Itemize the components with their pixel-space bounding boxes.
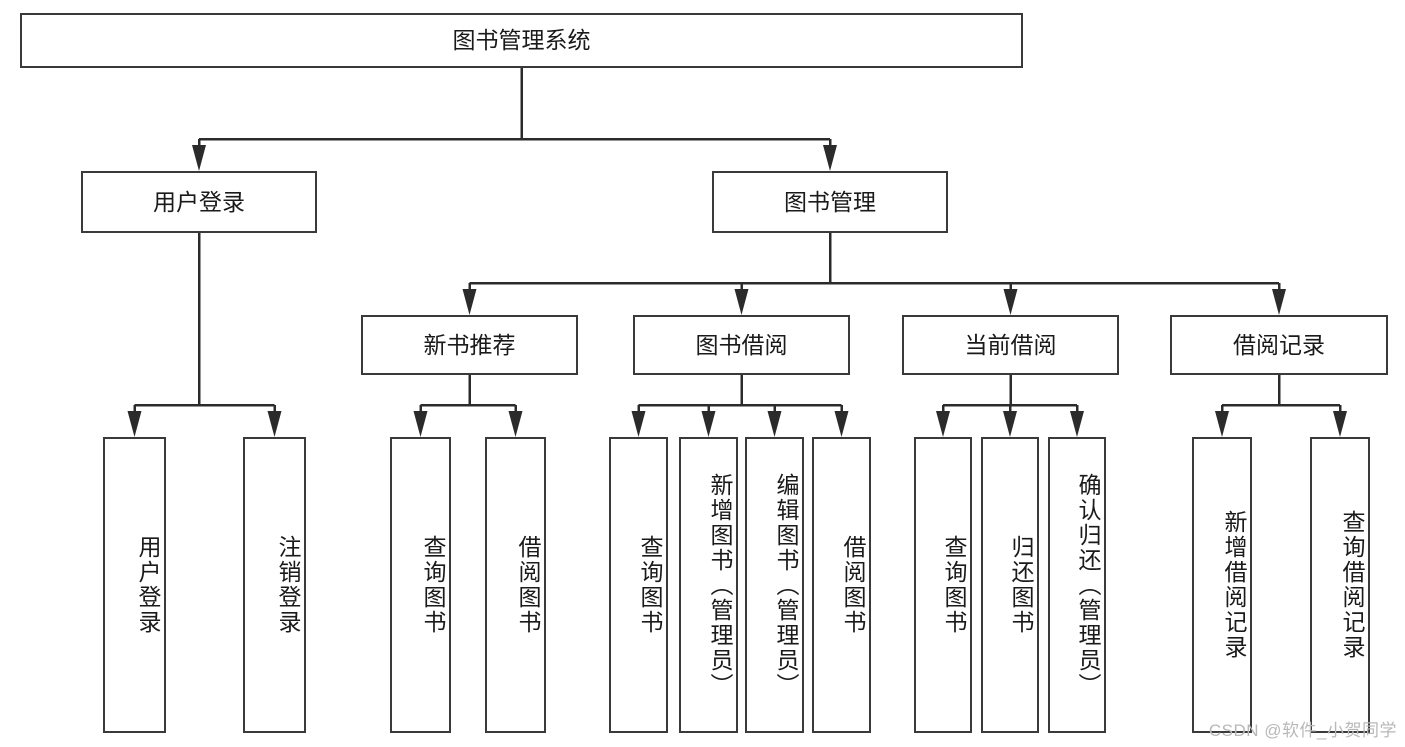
node-borrow-record[interactable]: 借阅记录 bbox=[1170, 315, 1388, 375]
node-label: 查询图书 bbox=[420, 535, 446, 635]
node-label: 图书管理 bbox=[784, 188, 876, 215]
node-label: 注销登录 bbox=[275, 535, 301, 635]
node-label: 借阅记录 bbox=[1233, 331, 1325, 358]
node-label: 归还图书 bbox=[1008, 535, 1034, 635]
node-label: 编辑图书（管理员） bbox=[773, 472, 799, 698]
node-leaf-confirm-return[interactable]: 确认归还（管理员） bbox=[1048, 437, 1106, 733]
node-leaf-logout[interactable]: 注销登录 bbox=[243, 437, 306, 733]
node-label: 新增借阅记录 bbox=[1221, 510, 1247, 660]
node-label: 当前借阅 bbox=[964, 331, 1057, 358]
node-leaf-add-record[interactable]: 新增借阅记录 bbox=[1192, 437, 1252, 733]
node-label: 查询图书 bbox=[637, 535, 663, 635]
node-user-login[interactable]: 用户登录 bbox=[81, 171, 317, 233]
node-leaf-query-book-3[interactable]: 查询图书 bbox=[914, 437, 972, 733]
node-book-manage[interactable]: 图书管理 bbox=[712, 171, 948, 233]
watermark-text: CSDN @软件_小贺同学 bbox=[1208, 721, 1397, 740]
node-leaf-return-book[interactable]: 归还图书 bbox=[981, 437, 1039, 733]
node-label: 查询借阅记录 bbox=[1339, 510, 1365, 660]
node-label: 借阅图书 bbox=[515, 535, 541, 635]
node-leaf-borrow-book-2[interactable]: 借阅图书 bbox=[812, 437, 871, 733]
node-leaf-edit-book[interactable]: 编辑图书（管理员） bbox=[745, 437, 804, 733]
node-label: 新增图书（管理员） bbox=[707, 472, 733, 698]
node-label: 新书推荐 bbox=[423, 331, 516, 358]
node-current-borrow[interactable]: 当前借阅 bbox=[902, 315, 1119, 375]
node-book-borrow[interactable]: 图书借阅 bbox=[633, 315, 850, 375]
node-leaf-query-book-2[interactable]: 查询图书 bbox=[609, 437, 668, 733]
node-leaf-add-book[interactable]: 新增图书（管理员） bbox=[679, 437, 738, 733]
node-leaf-user-login[interactable]: 用户登录 bbox=[103, 437, 166, 733]
node-leaf-query-book-1[interactable]: 查询图书 bbox=[390, 437, 451, 733]
node-leaf-borrow-book-1[interactable]: 借阅图书 bbox=[485, 437, 546, 733]
node-label: 查询图书 bbox=[941, 535, 967, 635]
node-label: 用户登录 bbox=[153, 188, 245, 215]
node-label: 图书借阅 bbox=[695, 331, 788, 358]
node-new-book-rec[interactable]: 新书推荐 bbox=[361, 315, 578, 375]
node-root[interactable]: 图书管理系统 bbox=[20, 13, 1023, 68]
node-label: 确认归还（管理员） bbox=[1075, 472, 1101, 698]
node-label: 借阅图书 bbox=[840, 535, 866, 635]
node-label: 用户登录 bbox=[135, 535, 161, 635]
node-label: 图书管理系统 bbox=[452, 27, 591, 54]
node-leaf-query-record[interactable]: 查询借阅记录 bbox=[1310, 437, 1370, 733]
